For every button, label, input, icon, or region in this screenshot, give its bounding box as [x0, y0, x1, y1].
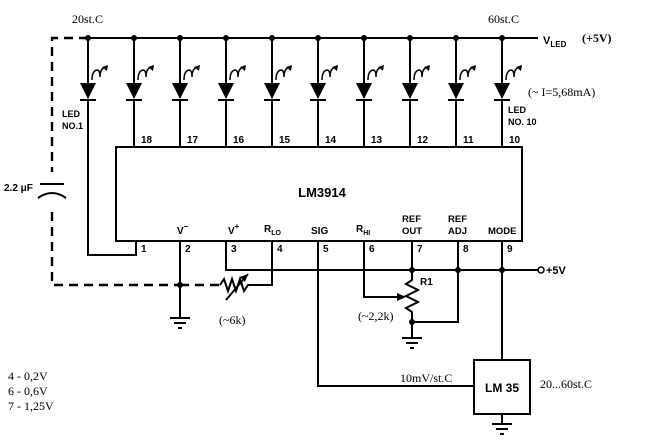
top-pin-labels: 18 17 16 15 14 13 12 11 10 [141, 135, 521, 146]
bottom-pin-number: 3 [231, 244, 237, 255]
pin8-wire [412, 241, 459, 323]
pin-refout-label-line1: REF [402, 214, 421, 225]
led1-label-line1: LED [62, 109, 81, 119]
pin-mode-label: MODE [488, 226, 517, 237]
cap-dashed-bottom [50, 212, 180, 287]
led-array [80, 35, 522, 147]
pot-r1-value: (~2,2k) [358, 309, 393, 323]
vled-label: VLED [543, 35, 567, 49]
pin-rhi-label: RHI [356, 224, 370, 237]
bottom-pin-number: 9 [507, 244, 513, 255]
bottom-pin-number: 4 [277, 244, 283, 255]
temp-low-label: 20st.C [72, 12, 103, 26]
pot-rlo [219, 273, 254, 301]
lm35-label: LM 35 [485, 381, 519, 395]
led10-label-line1: LED [508, 105, 527, 115]
pin-vminus-label: V− [177, 222, 189, 237]
chip-label: LM3914 [298, 185, 346, 200]
top-pin-number: 11 [463, 135, 474, 146]
bottom-pin-number: 5 [323, 244, 329, 255]
top-pin-number: 18 [141, 135, 153, 146]
lm35-sensor [473, 359, 531, 415]
pin-refadj-label-line1: REF [448, 214, 467, 225]
top-pin-number: 14 [325, 135, 337, 146]
vled-value: (+5V) [582, 31, 612, 45]
ground-symbol-r1 [402, 337, 422, 349]
top-pin-number: 13 [371, 135, 383, 146]
cap-label: 2.2 μF [4, 183, 33, 194]
pot-r1-wiper [397, 293, 406, 301]
led10-label-line2: NO. 10 [508, 117, 537, 127]
note-pin4: 4 - 0,2V [8, 369, 48, 383]
bottom-pin-number: 7 [417, 244, 423, 255]
supply-label: +5V [546, 265, 567, 277]
bottom-pin-number: 2 [185, 244, 191, 255]
pin3-supply-wire [225, 241, 538, 271]
led-6 [310, 35, 338, 147]
top-pin-number: 17 [187, 135, 199, 146]
signal-note: 10mV/st.C [400, 371, 452, 385]
top-pin-number: 10 [509, 135, 521, 146]
ground-symbol-pin2 [170, 317, 190, 329]
led-8 [402, 35, 430, 147]
pin-refadj-label-line2: ADJ [448, 226, 467, 237]
temp-high-label: 60st.C [488, 12, 519, 26]
led-10 [494, 35, 522, 147]
pin6-wire [363, 241, 404, 298]
led-3 [172, 35, 200, 147]
led-2 [126, 35, 154, 147]
ground-symbol-lm35 [492, 423, 512, 435]
led-9 [448, 35, 476, 147]
top-pin-number: 16 [233, 135, 245, 146]
bottom-pin-labels: 1 2 3 4 5 6 7 8 9 [141, 244, 513, 255]
pot-r1 [403, 270, 421, 322]
current-note: (~ I=5,68mA) [528, 85, 595, 99]
bottom-pin-number: 8 [463, 244, 469, 255]
led1-to-pin1-wire [87, 106, 137, 256]
r1-label: R1 [420, 277, 433, 288]
top-pin-number: 15 [279, 135, 291, 146]
sensor-range: 20...60st.C [540, 377, 592, 391]
bottom-pin-number: 1 [141, 244, 147, 255]
pin4-wire [254, 241, 273, 286]
led-4 [218, 35, 246, 147]
note-pin7: 7 - 1,25V [8, 399, 54, 413]
pin-vplus-label: V+ [228, 222, 240, 237]
supply-terminal [537, 266, 545, 274]
capacitor [37, 183, 67, 199]
led-7 [356, 35, 384, 147]
led1-label-line2: NO.1 [62, 121, 83, 131]
pin-rlo-label: RLO [264, 224, 282, 237]
bottom-pin-number: 6 [369, 244, 375, 255]
sig-wire [317, 241, 474, 387]
note-pin6: 6 - 0,6V [8, 384, 48, 398]
pin-sig-label: SIG [311, 226, 328, 237]
junction-pin2 [177, 282, 183, 288]
cap-dashed-top [50, 36, 88, 172]
led-1 [80, 35, 108, 106]
pot-rlo-value: (~6k) [219, 313, 245, 327]
pin-refout-label-line2: OUT [402, 226, 422, 237]
led-5 [264, 35, 292, 147]
lm3914-chip [115, 146, 523, 242]
top-pin-number: 12 [417, 135, 429, 146]
